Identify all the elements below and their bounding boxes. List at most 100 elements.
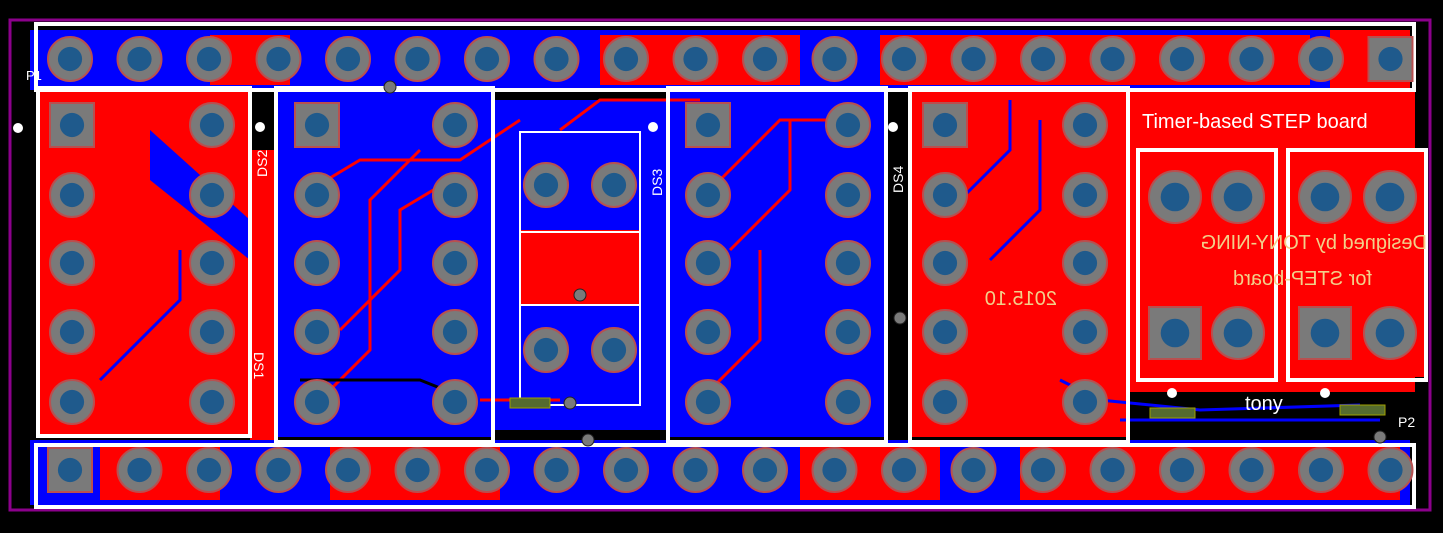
ds3-outline (666, 86, 888, 444)
ds1-pin-drill (199, 250, 225, 276)
p1-pin-drill (961, 46, 986, 72)
author-label: tony (1245, 393, 1283, 415)
led-pin-drill (533, 337, 559, 363)
p1-pin-drill (474, 46, 500, 72)
led-pin-drill (601, 172, 627, 198)
ds1-pin-drill (59, 182, 85, 208)
ds4-pin-drill (932, 250, 958, 276)
p1-pin-drill (1030, 46, 1056, 72)
ds3-label: DS3 (649, 169, 665, 196)
led-pin-drill (533, 172, 559, 198)
p2-pin-drill (57, 457, 83, 483)
p2-pin-drill (1308, 457, 1334, 483)
ds4-pin-drill (1072, 250, 1098, 276)
center-led-outline (519, 131, 641, 406)
p2-pin-drill (752, 457, 778, 483)
p1-pin-drill (1308, 46, 1334, 72)
p1-pin-drill (127, 46, 152, 72)
ds1-pin-drill (199, 112, 225, 138)
switch-pin-drill (1310, 318, 1340, 348)
ds2-pin-drill (304, 250, 330, 276)
board-title: Timer-based STEP board (1142, 111, 1368, 133)
p1-pin-drill (57, 46, 83, 72)
ds3-pin-drill (835, 182, 861, 208)
ds2-pin-drill (304, 112, 330, 138)
switch-right-outline (1286, 148, 1428, 382)
ds4-pin-drill (932, 182, 958, 208)
ds4-pin-drill (1072, 389, 1098, 415)
p1-pin-drill (1239, 46, 1264, 72)
p1-pin-drill (613, 46, 639, 72)
switch-pin-drill (1160, 182, 1190, 212)
ds4-pin-drill (932, 319, 958, 345)
p1-pin-drill (752, 46, 778, 72)
p1-pin-drill (196, 46, 222, 72)
p2-pin-drill (683, 457, 708, 483)
ds2-pin-drill (304, 319, 330, 345)
ds3-pin-drill (695, 250, 721, 276)
p2-pin-drill (1169, 457, 1195, 483)
p1-label: P1 (26, 68, 42, 83)
smd-components (509, 397, 1386, 419)
ds3-pin-drill (835, 319, 861, 345)
p1-pin-drill (266, 46, 291, 72)
p1-pin-drill (335, 46, 361, 72)
ds1-pin-drill (59, 112, 85, 138)
ds3-pin-drill (695, 112, 721, 138)
p2-pin-drill (961, 457, 986, 483)
ds4-pin-drill (1072, 182, 1098, 208)
switch-pin-drill (1375, 182, 1405, 212)
led-pin-drill (601, 337, 627, 363)
ds1-pin-drill (199, 319, 225, 345)
switch-pin-drill (1160, 318, 1190, 348)
credit-line-1: Designed by TONY-NING (1201, 232, 1427, 254)
p2-pin-drill (1239, 457, 1264, 483)
ds3-pin-drill (835, 389, 861, 415)
switch-pin-drill (1223, 182, 1253, 212)
credit-line-2: for STEP-board (1233, 268, 1372, 290)
p2-outline (34, 443, 1416, 509)
pads (47, 36, 1417, 493)
ds1-pin-drill (59, 250, 85, 276)
ds2-pin-drill (442, 112, 468, 138)
ds3-pin-drill (695, 319, 721, 345)
ds4-label: DS4 (890, 166, 906, 193)
p2-pin-drill (266, 457, 291, 483)
ds3-pin-drill (695, 389, 721, 415)
ds2-pin-drill (442, 250, 468, 276)
p2-pin-drill (613, 457, 639, 483)
switch-pin-drill (1375, 318, 1405, 348)
ds4-pin-drill (1072, 112, 1098, 138)
p2-pin-drill (1100, 457, 1125, 483)
ds4-pin-drill (932, 112, 958, 138)
switch-left-outline (1136, 148, 1278, 382)
ds2-pin-drill (442, 389, 468, 415)
p1-pin-drill (1378, 46, 1403, 72)
p2-pin-drill (474, 457, 500, 483)
p2-pin-drill (822, 457, 847, 483)
p2-pin-drill (1378, 457, 1403, 483)
ds3-pin-drill (695, 182, 721, 208)
p2-pin-drill (891, 457, 917, 483)
ds4-outline (908, 86, 1130, 444)
switch-pin-drill (1223, 318, 1253, 348)
ds2-pin-drill (442, 182, 468, 208)
p1-pin-drill (1169, 46, 1195, 72)
ds1-label: DS1 (251, 352, 267, 379)
switch-pin-drill (1310, 182, 1340, 212)
pin1-markers (13, 122, 1330, 398)
ds1-pin-drill (59, 319, 85, 345)
p2-pin-drill (544, 457, 569, 483)
p1-pin-drill (822, 46, 847, 72)
p2-pin-drill (196, 457, 222, 483)
ds2-pin-drill (304, 389, 330, 415)
ds4-pin-drill (932, 389, 958, 415)
ds1-pin-drill (59, 389, 85, 415)
ds3-pin-drill (835, 250, 861, 276)
p1-pin-drill (1100, 46, 1125, 72)
p2-pin-drill (1030, 457, 1056, 483)
ds3-pin-drill (835, 112, 861, 138)
p2-pin-drill (405, 457, 430, 483)
p1-pin-drill (544, 46, 569, 72)
